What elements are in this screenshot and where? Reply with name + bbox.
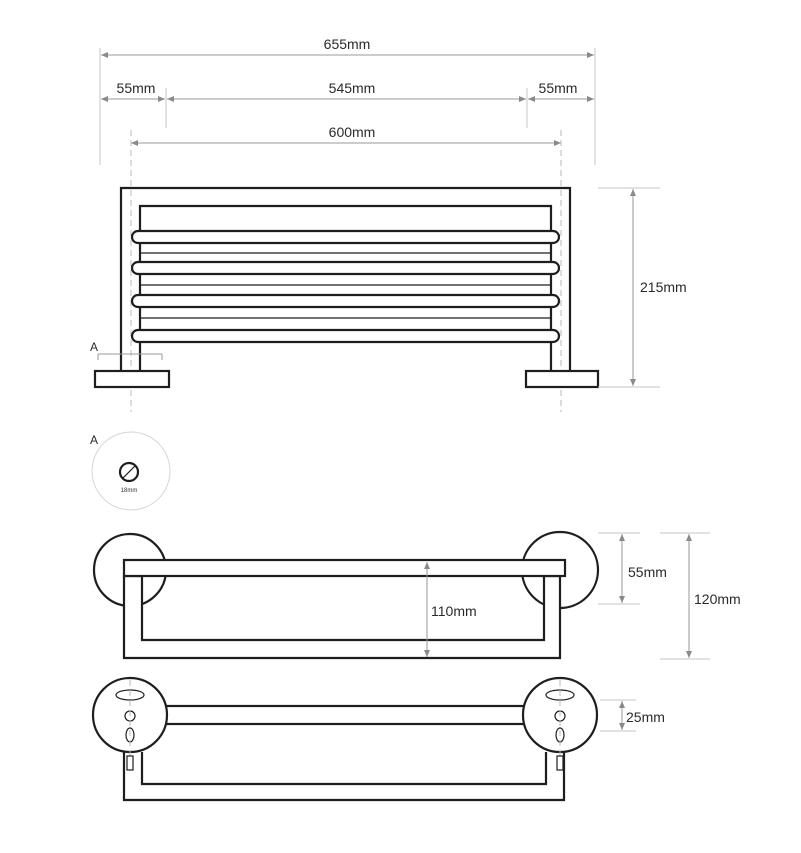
dim-bar-depth-label: 25mm (626, 709, 665, 725)
top-inner-frame (140, 752, 548, 786)
dim-middle-label: 545mm (329, 80, 376, 96)
side-view: 110mm 55mm 120mm (92, 530, 741, 660)
detail-view: A 18mm (90, 431, 171, 511)
detail-rose-outline (91, 431, 171, 511)
detail-hole-dim: 18mm (121, 488, 138, 494)
dim-center-distance-label: 600mm (329, 124, 376, 140)
wall-rose-right (524, 369, 600, 389)
top-view: 25mm (91, 676, 665, 802)
detail-hole-slash (122, 465, 136, 479)
dim-left-offset-label: 55mm (117, 80, 156, 96)
detail-label: A (90, 433, 98, 447)
detail-hole (118, 461, 140, 483)
rail-3 (130, 293, 561, 309)
set-screw-icon (126, 755, 134, 771)
side-frame (122, 574, 562, 660)
rail-2 (130, 260, 561, 276)
top-lower-frame (122, 748, 566, 802)
dim-overall-label: 655mm (324, 36, 371, 52)
dim-right-offset-label: 55mm (539, 80, 578, 96)
section-marker-label: A (90, 340, 98, 354)
dim-rose-offset-label: 55mm (628, 564, 667, 580)
section-marker-line (97, 353, 163, 360)
top-bar (158, 704, 532, 726)
dim-bar-height-label: 110mm (431, 603, 477, 619)
outer-frame (119, 186, 572, 371)
inner-frame (138, 204, 553, 371)
front-view: 655mm 55mm 545mm 55mm 600mm A (90, 36, 687, 412)
side-top-bar (122, 558, 567, 578)
dim-depth-label: 120mm (694, 591, 741, 607)
set-screw-icon (556, 755, 564, 771)
rail-4 (130, 328, 561, 344)
rail-1 (130, 229, 561, 245)
wall-rose-left (93, 369, 171, 389)
dim-height-label: 215mm (640, 279, 687, 295)
